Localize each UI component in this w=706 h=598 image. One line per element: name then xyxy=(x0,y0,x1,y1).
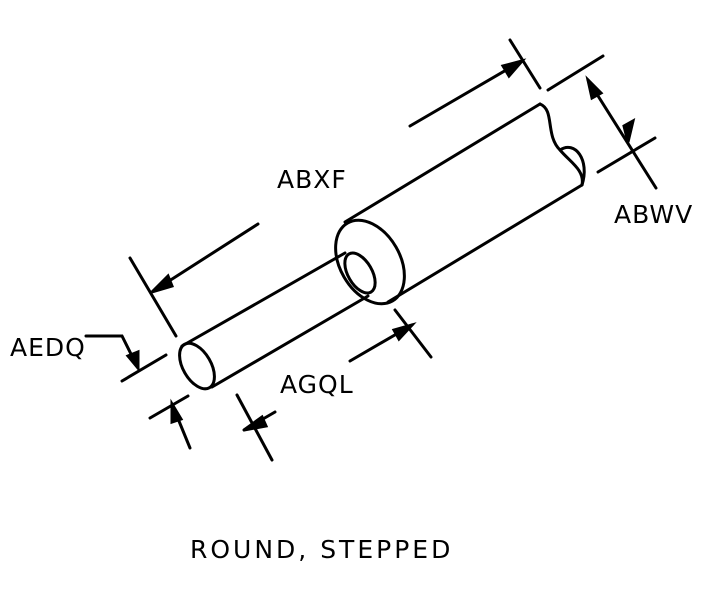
label-agql: AGQL xyxy=(280,370,354,399)
large-cylinder xyxy=(334,102,586,306)
label-abwv: ABWV xyxy=(614,200,694,229)
caption: ROUND, STEPPED xyxy=(190,535,454,564)
label-aedq: AEDQ xyxy=(10,333,86,362)
aedq-dimension xyxy=(84,334,192,450)
label-abxf: ABXF xyxy=(277,165,347,194)
small-cylinder xyxy=(178,251,377,391)
agql-dimension xyxy=(235,308,433,462)
abxf-dimension xyxy=(128,38,542,338)
abwv-dimension xyxy=(546,54,658,190)
